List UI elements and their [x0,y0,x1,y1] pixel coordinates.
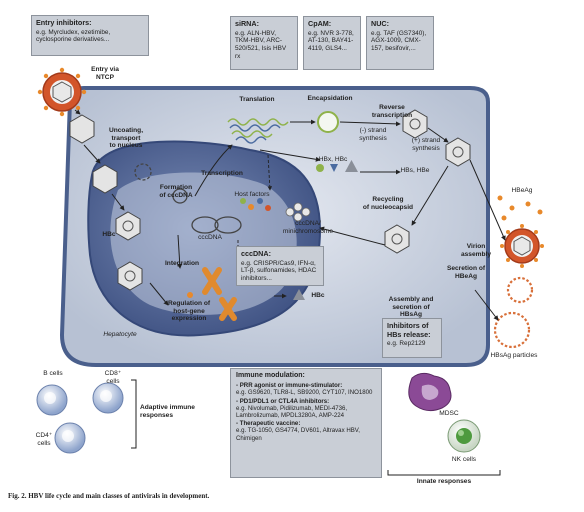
host-factor-dots [240,198,271,211]
immune-item-head: - PD1/PDL1 or CTL4A inhibitors: [236,397,330,405]
nuc-box: NUC: e.g. TAF (GS7340), AGX-1009, CMX-15… [366,16,434,70]
hbc-label-bottom: HBc [311,292,325,299]
host-factors-label: Host factors [234,191,270,198]
minichromosome-label: cccDNA/ minichromosome [282,220,334,235]
regulation-label: Regulation of host-gene expression [167,300,211,323]
rc-dna-circles [122,118,464,282]
b-cells-label: B cells [43,370,63,377]
hbs-hbe-label: HBs, HBe [400,167,430,174]
assembly-secretion-label: Assembly and secretion of HBsAg [388,296,434,319]
cccdna-node-label: cccDNA [198,234,222,241]
encapsidation-label: Encapsidation [307,95,353,102]
adaptive-bracket [131,379,137,449]
hbs-release-box: Inhibitors of HBs release: e.g. Rep2129 [382,318,442,358]
cccdna-body: e.g. CRISPR/Cas9, IFN-α, LT-β, sulfonami… [241,259,317,283]
entry-inhibitors-box: Entry inhibitors: e.g. Myrcludex, ezetim… [31,15,149,56]
formation-label: Formation of cccDNA [159,184,193,199]
immune-item-head: - Therapeutic vaccine: [236,420,301,428]
cd8-cells-label: CD8⁺ cells [104,370,122,385]
translation-label: Translation [239,96,275,103]
transcription-label: Transcription [201,170,243,177]
immune-item-head: - PRR agonist or immune-stimulator: [236,382,343,390]
mdsc-label: MDSC [439,410,459,417]
protein-icons [293,160,358,300]
nk-cell [447,419,481,453]
sirna-box: siRNA: e.g. ALN-HBV, TKM-HBV, ARC-520/52… [230,16,298,70]
hbsag-particles-label: HBsAg particles [490,352,538,359]
formation-glyphs [134,163,242,234]
secretion-label: Secretion of HBeAg [446,265,486,280]
hepatocyte-label: Hepatocyte [103,331,137,338]
cd4-cells-label: CD4⁺ cells [35,432,53,447]
sirna-body: e.g. ALN-HBV, TKM-HBV, ARC-520/521, Isis… [235,29,287,60]
encapsidation-circle [317,111,339,133]
entry-inhibitors-body: e.g. Myrcludex, ezetimibe, cyclosporine … [36,28,111,44]
cpam-title: CpAM: [308,19,332,28]
cd4-cell-group [54,422,86,454]
minus-strand-label: (-) strand synthesis [359,127,387,142]
cccdna-box: cccDNA: e.g. CRISPR/Cas9, IFN-α, LT-β, s… [236,246,324,286]
minichromosome [285,202,311,222]
uncoating-label: Uncoating, transport to nucleus [108,127,144,150]
hbs-release-body: e.g. Rep2129 [387,340,426,348]
cpam-box: CpAM: e.g. NVR 3-778, AT-130, BAY41-4119… [303,16,361,70]
innate-bracket [387,470,501,476]
reverse-label: Reverse transcription [371,104,413,119]
immune-item-body: e.g. TG-1050, GS4774, DV601, Altravax HB… [236,427,360,442]
immune-item-body: e.g. Nivolumab, Pidilizumab, MEDI-4736, … [236,404,348,419]
entry-label: Entry via NTCP [91,66,119,81]
mdsc-cell [408,372,452,412]
nuc-title: NUC: [371,19,389,28]
cccdna-title: cccDNA: [241,249,271,258]
immune-modulation-box: Immune modulation: - PRR agonist or immu… [230,368,382,478]
adaptive-responses-label: Adaptive immune responses [140,404,195,419]
hbsag-particles [493,276,534,349]
hbeag-dots [497,195,543,221]
hbs-release-title: Inhibitors of HBs release: [387,321,431,339]
cpam-body: e.g. NVR 3-778, AT-130, BAY41-4119, GLS4… [308,29,354,53]
virion-assembly-label: Virion assembly [460,243,492,258]
immune-item-body: e.g. GS9620, TLR8-L, SB9200, CYT107, INO… [236,389,373,397]
immune-title: Immune modulation: [236,372,305,379]
figure-caption: Fig. 2. HBV life cycle and main classes … [8,492,210,500]
exit-virion [500,224,544,268]
innate-responses-label: Innate responses [416,478,472,485]
rna-strands [227,118,289,144]
nuc-body: e.g. TAF (GS7340), AGX-1009, CMX-157, be… [371,29,427,53]
nk-cells-label: NK cells [451,456,477,463]
flow-arrows [74,109,506,321]
integration-label: Integration [164,260,200,267]
sirna-title: siRNA: [235,19,259,28]
plus-strand-label: (+) strand synthesis [411,137,441,152]
entry-inhibitors-title: Entry inhibitors: [36,18,92,27]
cd8-cell-group [92,382,124,414]
host-chromosomes [187,267,237,321]
entry-virion [37,67,87,117]
hbeag-label: HBeAg [511,187,533,194]
capsid-icons [69,109,471,291]
hbc-label-left: HBc [102,231,116,238]
b-cell-group [36,384,68,416]
recycling-label: Recycling of nucleocapsid [362,196,414,211]
hbx-hbc-label: HBx, HBc [318,156,348,163]
